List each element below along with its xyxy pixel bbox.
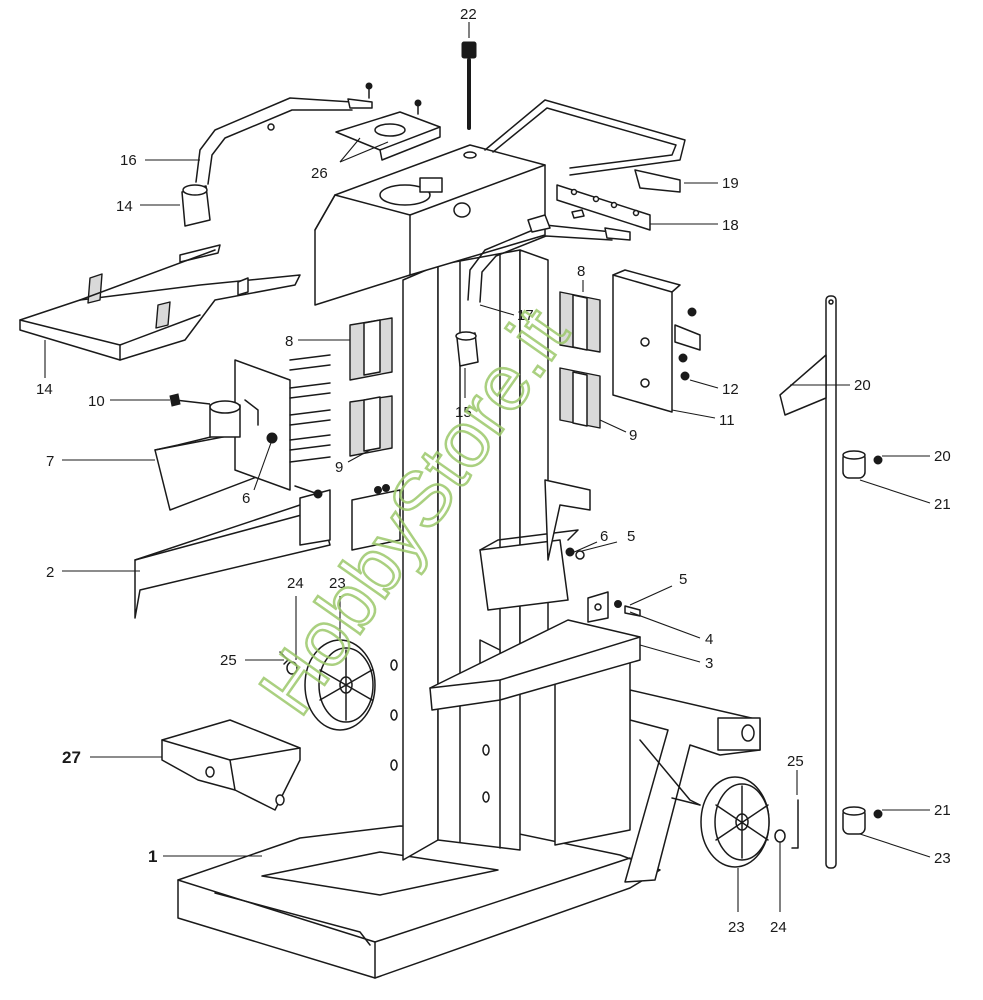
pole-19: [779, 295, 837, 869]
callout-21-upper: 21: [934, 496, 951, 513]
grip-14-left: [181, 184, 211, 227]
callout-labels: 22 26 16 14 19 18 17 15 14 8 8 10 7 6 9 …: [36, 6, 951, 936]
clamp-upper: [842, 450, 883, 479]
lever-15: [195, 97, 373, 185]
callout-23-left: 23: [329, 575, 346, 592]
table-13: [19, 244, 301, 361]
callout-4: 4: [705, 631, 713, 648]
wheel-left: [279, 639, 376, 731]
leader-lines: [44, 22, 931, 912]
callout-9-left: 9: [335, 459, 343, 476]
callout-20-lower: 21: [934, 802, 951, 819]
lever-16: [467, 214, 631, 303]
foot-plate-3: [429, 591, 641, 711]
callout-20-upper: 20: [934, 448, 951, 465]
callout-15: 16: [120, 152, 137, 169]
callout-17: 18: [722, 217, 739, 234]
wedge-7: [154, 354, 331, 511]
callout-14-left: 14: [116, 198, 133, 215]
callout-22: 22: [460, 6, 477, 23]
callout-3: 3: [705, 655, 713, 672]
callout-2: 2: [46, 564, 54, 581]
top-handle-frame: [484, 99, 686, 193]
plate-17: [556, 184, 651, 231]
callout-10: 10: [88, 393, 105, 410]
wheel-right: [700, 776, 799, 868]
grip-14-center: [455, 331, 479, 367]
callout-21-lower: 23: [934, 850, 951, 867]
column-blocks: [351, 479, 591, 611]
callout-25-right: 25: [787, 753, 804, 770]
callout-26: 26: [311, 165, 328, 182]
callout-13: 14: [36, 381, 53, 398]
callout-27: 27: [62, 748, 81, 767]
base-plate: [177, 825, 661, 979]
callout-7: 7: [46, 453, 54, 470]
callout-18: 19: [722, 175, 739, 192]
callout-9-right: 9: [629, 427, 637, 444]
callout-24-right: 24: [770, 919, 787, 936]
callout-11: 11: [719, 412, 735, 429]
clamp-lower: [842, 806, 883, 835]
callout-5-upper: 5: [627, 528, 635, 545]
callout-8-right: 8: [577, 263, 585, 280]
callout-5-lower: 5: [679, 571, 687, 588]
callout-8-left: 8: [285, 333, 293, 350]
bracket-2: [134, 485, 331, 619]
callout-19: 20: [854, 377, 871, 394]
rod-22: [461, 41, 477, 130]
callout-12: 12: [722, 381, 739, 398]
callout-1: 1: [148, 847, 157, 866]
callout-6-right: 6: [600, 528, 608, 545]
axle-frame: [624, 689, 761, 883]
callout-14-center: 15: [455, 404, 472, 421]
callout-24-left: 24: [287, 575, 304, 592]
callout-25-left: 25: [220, 652, 237, 669]
slide-pads-right: [559, 291, 601, 429]
slide-pads-left: [349, 317, 393, 457]
callout-23-right: 23: [728, 919, 745, 936]
plate-11: [612, 269, 701, 413]
plate-26: [335, 82, 441, 161]
callout-6-left: 6: [242, 490, 250, 507]
cover-27: [161, 719, 301, 811]
top-housing: [314, 144, 546, 306]
callout-16: 17: [517, 307, 534, 324]
